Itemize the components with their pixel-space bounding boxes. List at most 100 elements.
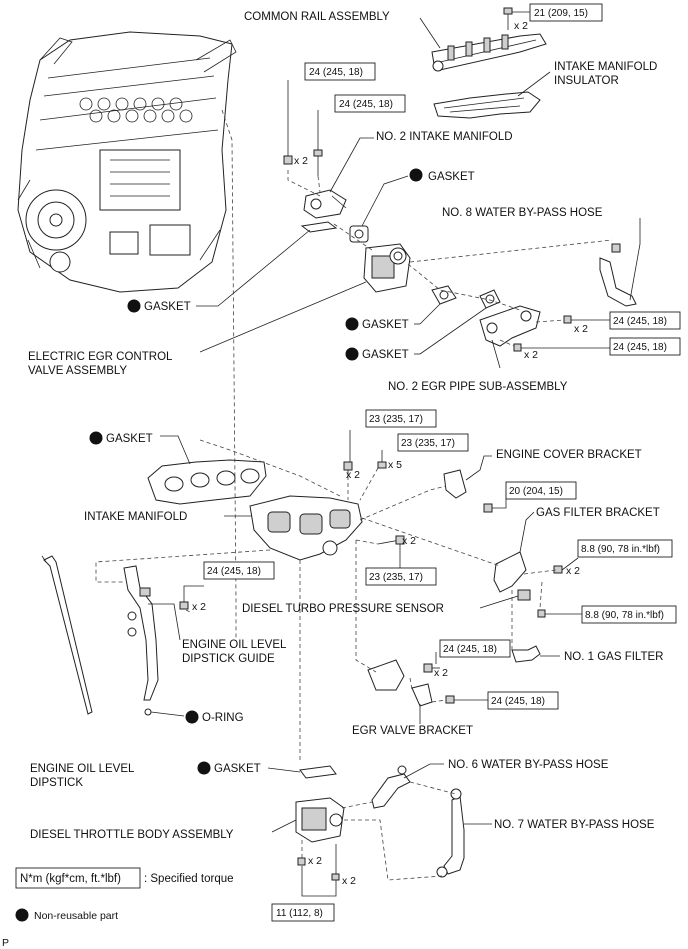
torque-box [271, 903, 335, 922]
torque-value: 24 (245, 18) [339, 99, 393, 110]
label-intake-insulator-2: INSULATOR [554, 75, 619, 87]
torque-box [487, 691, 559, 710]
nonreusable-icon [185, 710, 199, 724]
torque-value: 24 (245, 18) [309, 67, 363, 78]
label-gasket-2: GASKET [144, 301, 191, 313]
torque-value: 8.8 (90, 78 in.*lbf) [585, 610, 664, 621]
torque-value: 24 (245, 18) [207, 566, 261, 577]
torque-box [365, 567, 437, 586]
intake-manifold [224, 495, 363, 561]
label-egr-bracket: EGR VALVE BRACKET [352, 725, 473, 737]
label-gasket-4: GASKET [362, 349, 409, 361]
torque-value: 11 (112, 8) [276, 908, 323, 919]
torque-value: 21 (209, 15) [534, 8, 588, 19]
gas-filter-bracket [493, 511, 579, 593]
qty-label: x 2 [308, 855, 322, 867]
legend-torque-format: N*m (kgf*cm, ft.*lbf) [20, 873, 121, 885]
torque-value: 20 (204, 15) [509, 486, 563, 497]
torque-box [577, 539, 673, 558]
nonreusable-icon [409, 168, 423, 182]
label-no8-hose: NO. 8 WATER BY-PASS HOSE [442, 207, 603, 219]
manifold-bolts [343, 430, 405, 568]
torque-box [609, 311, 681, 330]
gasket-no2-intake [300, 221, 338, 233]
intake-manifold-insulator [433, 71, 551, 119]
corner-mark: P [2, 937, 9, 949]
no2-intake-manifold [303, 137, 374, 219]
engine-illustration [17, 31, 237, 293]
throttle-bolts [297, 844, 340, 897]
nonreusable-icon [345, 347, 359, 361]
label-dipstick-1: ENGINE OIL LEVEL [30, 763, 135, 775]
torque-box [581, 605, 677, 624]
label-dipstick-2: DIPSTICK [30, 777, 83, 789]
torque-box [439, 639, 511, 658]
torque-box [397, 433, 469, 452]
label-dipstick-guide-1: ENGINE OIL LEVEL [182, 639, 287, 651]
intake-manifold-gasket [147, 435, 267, 505]
label-throttle-body: DIESEL THROTTLE BODY ASSEMBLY [30, 829, 234, 841]
label-turbo-sensor: DIESEL TURBO PRESSURE SENSOR [242, 603, 444, 615]
torque-value: 23 (235, 17) [401, 438, 455, 449]
label-gasket-1: GASKET [428, 171, 475, 183]
torque-box [365, 409, 437, 428]
label-intake-manifold: INTAKE MANIFOLD [84, 511, 187, 523]
egr-pipe-bolts [513, 315, 610, 352]
label-no1-gas-filter: NO. 1 GAS FILTER [564, 651, 663, 663]
turbo-pressure-sensor [479, 589, 582, 618]
no6-water-bypass-hose [371, 763, 444, 809]
qty-label: x 2 [342, 875, 356, 887]
label-gasket-6: GASKET [214, 763, 261, 775]
gasket-egr-upper [349, 175, 409, 243]
throttle-body [271, 797, 345, 843]
nonreusable-icon [345, 317, 359, 331]
torque-value: 24 (245, 18) [613, 316, 667, 327]
torque-value: 23 (235, 17) [369, 572, 423, 583]
no8-water-bypass-hose [599, 218, 641, 307]
rail-bolt [503, 7, 530, 30]
label-gasket-5: GASKET [106, 433, 153, 445]
torque-box [609, 337, 681, 356]
qty-label: x 5 [388, 459, 402, 471]
nonreusable-icon [127, 299, 141, 313]
label-no6-hose: NO. 6 WATER BY-PASS HOSE [448, 759, 609, 771]
torque-box [529, 3, 603, 22]
qty-label: x 2 [524, 349, 538, 361]
torque-box [203, 561, 275, 580]
nonreusable-icon [15, 908, 29, 922]
torque-value: 8.8 (90, 78 in.*lbf) [581, 544, 660, 555]
label-gasket-3: GASKET [362, 319, 409, 331]
torque-value: 24 (245, 18) [491, 696, 545, 707]
label-o-ring: O-RING [202, 712, 244, 724]
label-dipstick-guide-2: DIPSTICK GUIDE [182, 653, 275, 665]
torque-value: 24 (245, 18) [443, 644, 497, 655]
no2-egr-pipe [479, 305, 541, 369]
qty-label: x 2 [294, 155, 308, 167]
label-intake-insulator-1: INTAKE MANIFOLD [554, 61, 657, 73]
electric-egr-valve [199, 243, 411, 353]
qty-label: x 2 [402, 535, 416, 547]
legend: N*m (kgf*cm, ft.*lbf) : Specified torque… [15, 867, 234, 922]
qty-label: x 2 [346, 469, 360, 481]
engine-cover-bracket [443, 455, 507, 513]
gasket-egr-2 [419, 289, 501, 355]
no7-water-bypass-hose [436, 788, 492, 878]
legend-torque-text: : Specified torque [144, 873, 234, 885]
label-gas-filter-bracket: GAS FILTER BRACKET [536, 507, 660, 519]
engine-oil-dipstick [41, 555, 93, 715]
qty-label: x 2 [192, 601, 206, 613]
legend-torque-box [15, 867, 141, 889]
legend-nonreusable: Non-reusable part [34, 910, 118, 922]
torque-box [304, 62, 376, 81]
qty-label: x 2 [434, 667, 448, 679]
label-engine-cover-bracket: ENGINE COVER BRACKET [496, 449, 642, 461]
label-egr-valve-1: ELECTRIC EGR CONTROL [28, 351, 173, 363]
egr-valve-bracket [367, 652, 488, 724]
torque-box [334, 94, 406, 113]
gasket-throttle [267, 765, 337, 779]
label-no2-egr-pipe: NO. 2 EGR PIPE SUB-ASSEMBLY [388, 381, 568, 393]
torque-value: 24 (245, 18) [613, 342, 667, 353]
qty-label: x 2 [574, 323, 588, 335]
